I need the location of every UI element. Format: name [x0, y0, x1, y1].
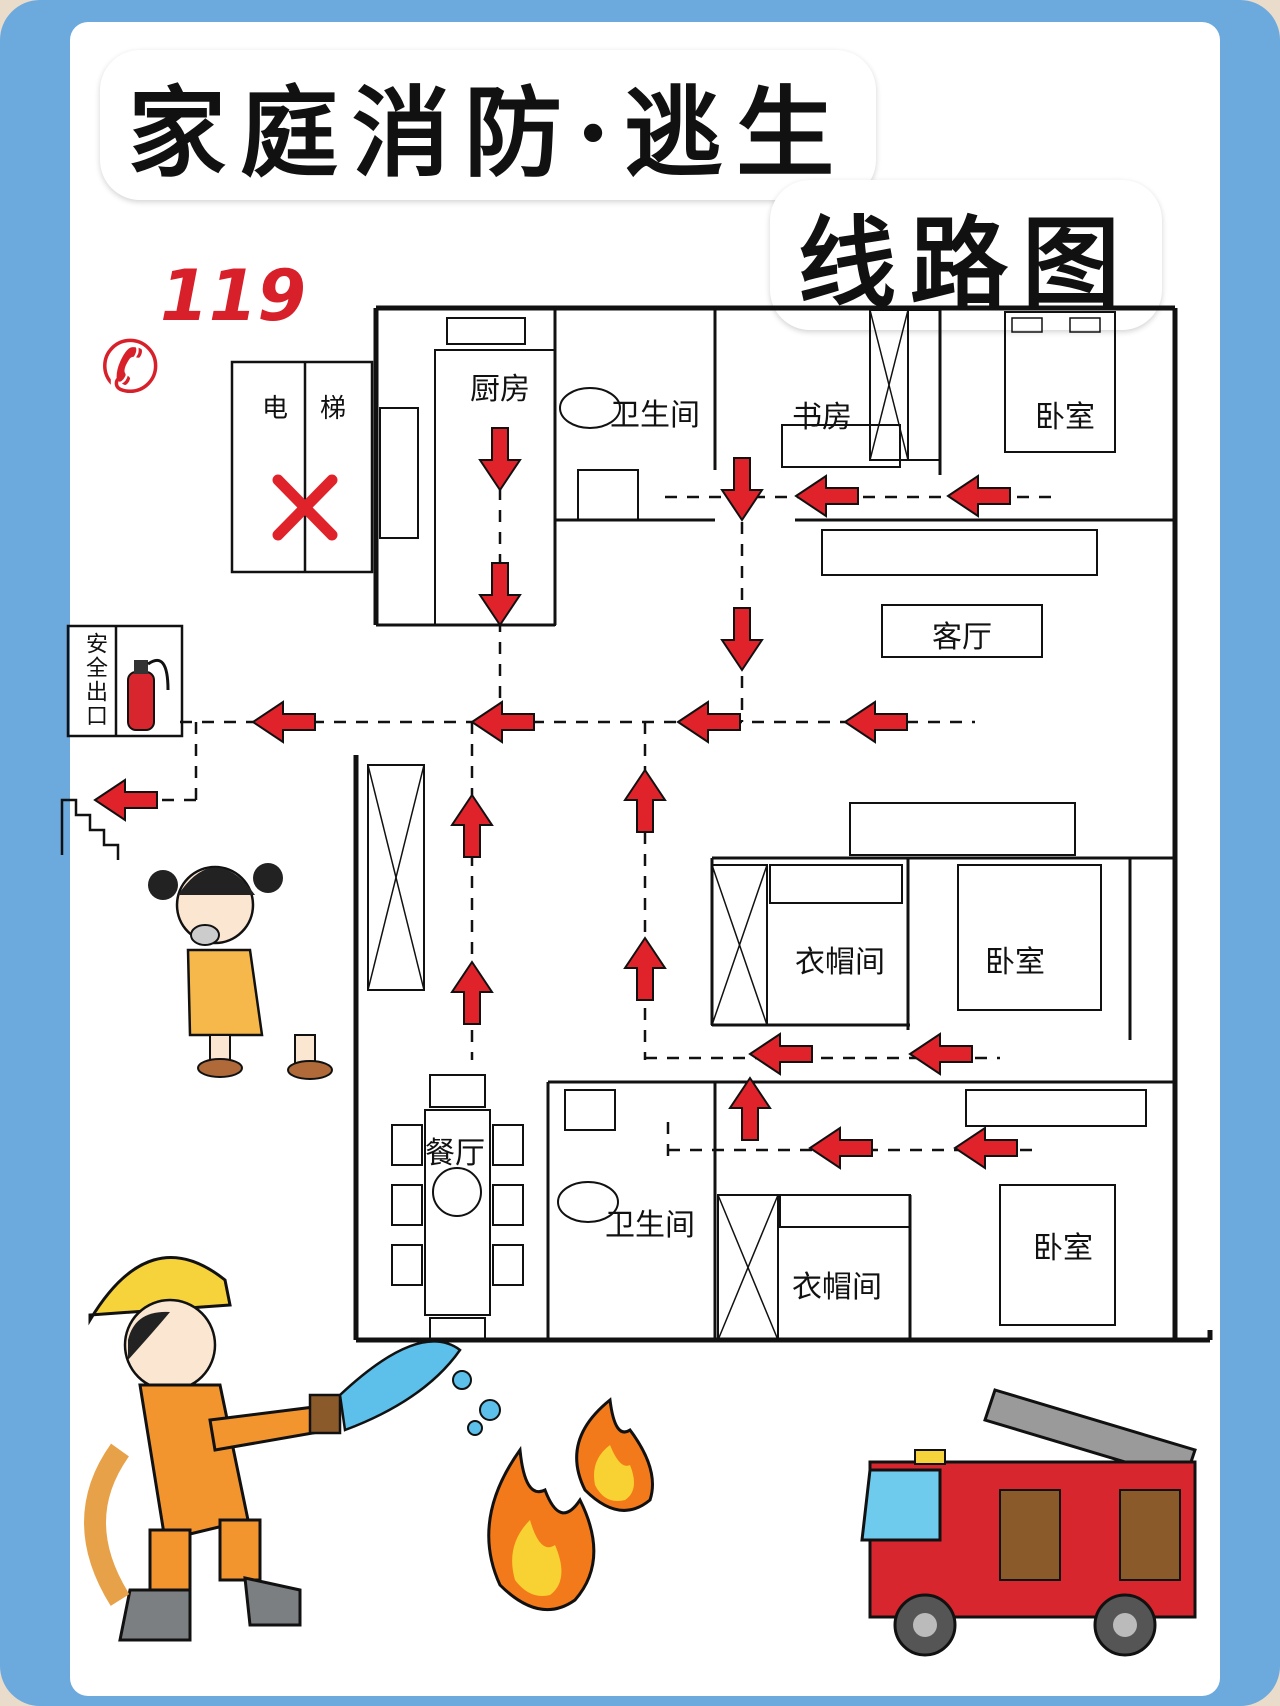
room-label-elevator-right: 梯: [320, 394, 347, 424]
fire-truck-icon: [860, 1388, 1197, 1657]
room-label-elevator-left: 电: [262, 394, 289, 424]
room-label-bathroom-bottom: 卫生间: [605, 1208, 695, 1243]
phone-icon: ✆: [100, 325, 161, 409]
flame-icon: [487, 1397, 654, 1612]
room-label-living-room: 客厅: [932, 620, 992, 655]
fire-extinguisher-icon: [127, 658, 170, 731]
room-label-dining: 餐厅: [425, 1136, 485, 1171]
elevator-blocked-icon: [272, 474, 338, 541]
interior-walls: [367, 309, 1175, 1341]
room-label-safe-exit: 安全出口: [82, 632, 107, 728]
room-label-cloakroom-bottom: 衣帽间: [792, 1270, 882, 1305]
firefighter-icon: [84, 1256, 501, 1642]
room-label-study: 书房: [792, 400, 852, 435]
poster-title-line1: 家庭消防·逃生: [100, 50, 877, 200]
elevator-block: [230, 360, 374, 574]
room-label-bedroom-bottom: 卧室: [1033, 1231, 1093, 1266]
emergency-number-text: 119: [160, 255, 307, 337]
room-label-bedroom-middle: 卧室: [985, 945, 1045, 980]
room-label-cloakroom-middle: 衣帽间: [795, 945, 885, 980]
poster-title-line2: 线路图: [770, 180, 1163, 330]
safe-exit-block: [60, 624, 184, 860]
stairs-icon: [60, 798, 120, 860]
room-label-kitchen: 厨房: [470, 372, 530, 407]
room-label-bathroom-top: 卫生间: [610, 398, 700, 433]
girl-icon: [148, 863, 333, 1080]
outer-walls: [353, 305, 1213, 1343]
room-label-bedroom-top: 卧室: [1035, 400, 1095, 435]
